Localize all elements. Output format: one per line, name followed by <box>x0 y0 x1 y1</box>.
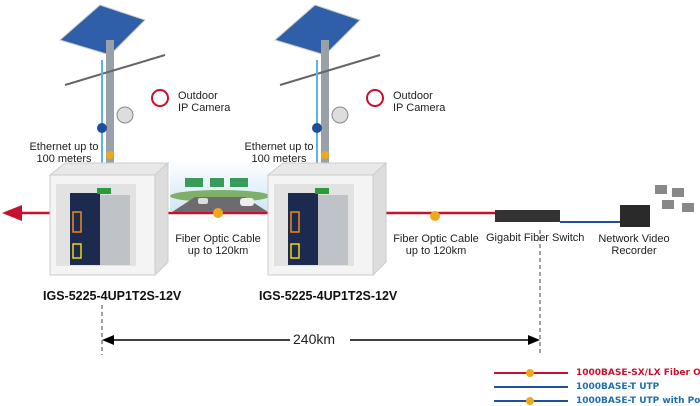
no-symbol-icon <box>366 89 384 107</box>
model-label-2: IGS-5225-4UP1T2S-12V <box>259 289 398 303</box>
cabinet-1 <box>48 161 170 277</box>
arrow-left-icon <box>2 205 22 221</box>
legend-fiber: 1000BASE-SX/LX Fiber Optic <box>576 368 700 378</box>
gigabit-fiber-switch-icon <box>495 210 560 222</box>
cabinet-2 <box>266 161 388 277</box>
industrial-switch-icon <box>70 193 100 265</box>
no-symbol-icon <box>151 89 169 107</box>
industrial-switch-icon <box>288 193 318 265</box>
distance-label: 240km <box>293 331 336 347</box>
legend-utp: 1000BASE-T UTP <box>576 382 660 392</box>
ip-camera-icon <box>331 106 349 124</box>
nvr-icon <box>620 205 650 227</box>
solar-pole-2 <box>273 4 384 175</box>
model-label-1: IGS-5225-4UP1T2S-12V <box>43 289 182 303</box>
workstations-icon <box>655 185 694 212</box>
fiber-badge-icon <box>430 211 440 221</box>
fiber-badge-icon <box>213 208 223 218</box>
highway-image <box>170 160 270 212</box>
solar-pole-1 <box>58 4 169 175</box>
ip-camera-icon <box>116 106 134 124</box>
legend-utp-poe: 1000BASE-T UTP with PoE <box>576 396 700 406</box>
arrow-right-icon <box>528 335 540 345</box>
fiber-switch-label: Gigabit Fiber Switch <box>486 232 585 244</box>
arrow-left-icon <box>102 335 114 345</box>
